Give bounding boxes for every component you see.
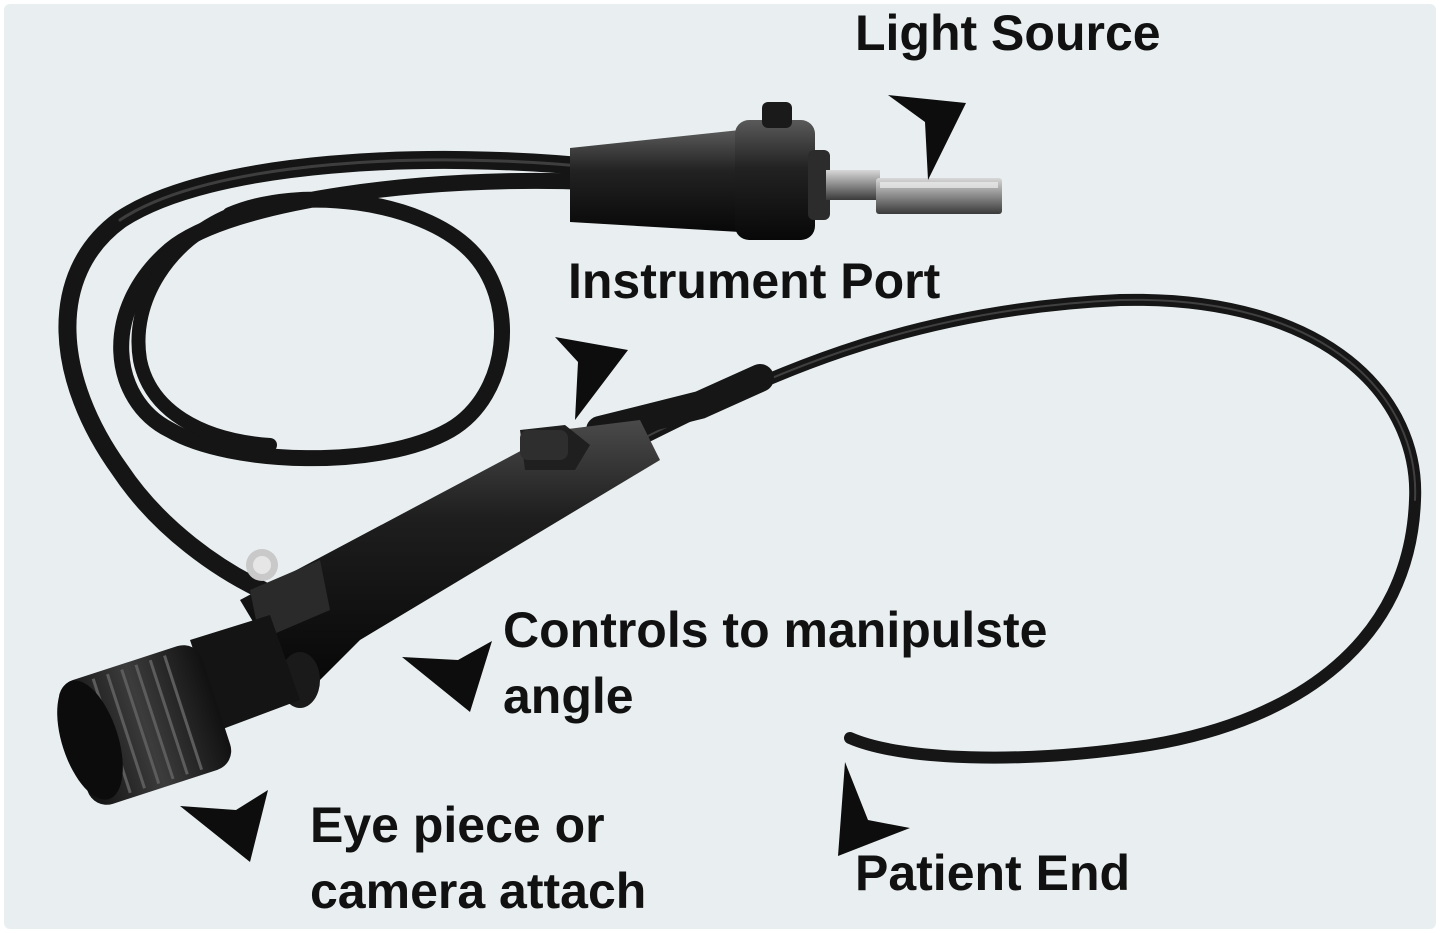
arrow-controls	[402, 641, 492, 712]
instrument-port-label: Instrument Port	[568, 253, 941, 309]
patient-end-label: Patient End	[855, 845, 1131, 901]
pointer-arrows	[180, 95, 966, 862]
umbilical-cable	[58, 150, 609, 599]
arrow-eyepiece	[180, 790, 268, 862]
eyepiece-label-line1: Eye piece or	[310, 797, 605, 853]
eyepiece	[57, 615, 300, 805]
light-source-label: Light Source	[855, 5, 1161, 61]
arrow-light-source	[888, 95, 966, 180]
eyepiece-label-line2: camera attach	[310, 863, 647, 919]
controls-label-line1: Controls to manipulste	[503, 602, 1048, 658]
eyepiece-label: Eye piece or camera attach	[310, 792, 646, 924]
controls-label: Controls to manipulste angle	[503, 597, 1047, 729]
arrow-instrument-port	[555, 337, 628, 420]
background	[4, 4, 1436, 929]
arrow-patient-end	[838, 762, 910, 856]
controls-label-line2: angle	[503, 668, 634, 724]
light-source-connector	[570, 102, 1002, 240]
